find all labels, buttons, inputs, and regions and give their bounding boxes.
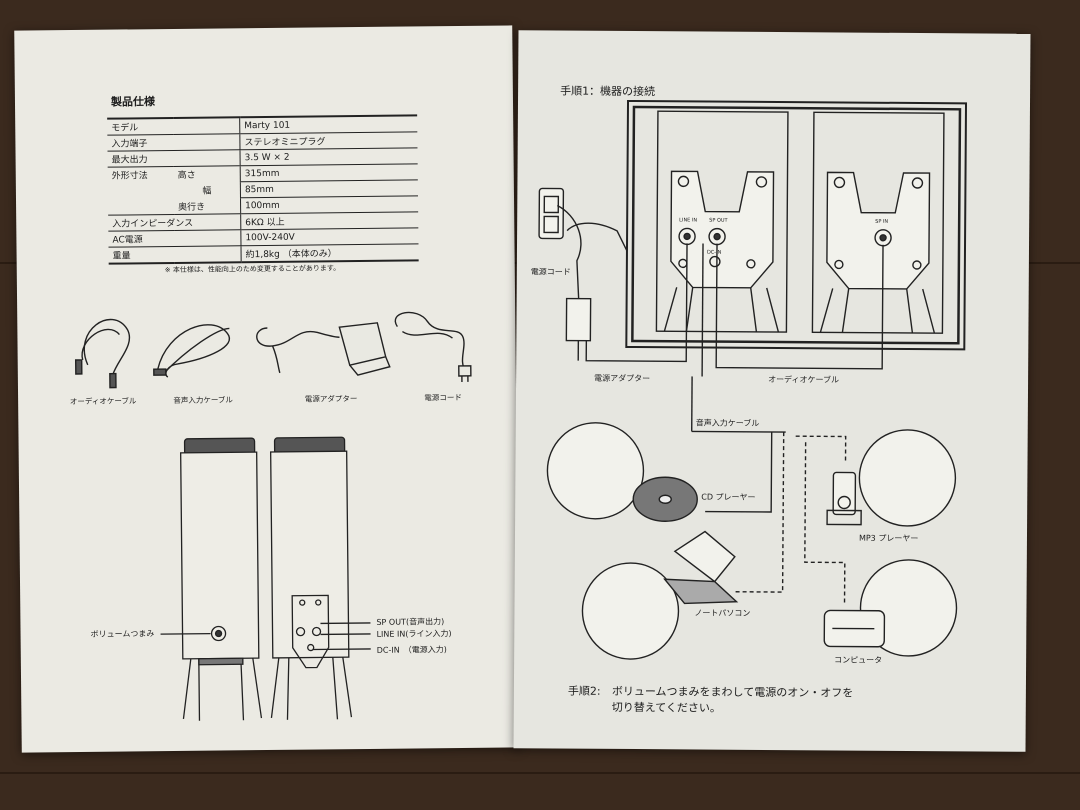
step2-line2: 切り替えてください。 [611,700,721,715]
step2-label: 手順2: [567,684,601,698]
label-audio-input-cable: 音声入力ケーブル [695,418,760,428]
label-mp3-player: MP3 プレーヤー [858,533,919,544]
label-laptop: ノートパソコン [694,608,751,618]
port-label-line-in: LINE IN [679,217,698,224]
label-power-cord: 電源コード [530,267,571,277]
port-label-sp-in: SP IN [875,218,889,225]
label-line-in: LINE IN(ライン入力) [376,629,452,639]
label-audio-cable: オーディオケーブル [768,374,840,385]
wood-seam [0,772,1080,774]
label-volume-knob: ボリュームつまみ [90,629,155,639]
port-label-sp-out: SP OUT [709,217,728,224]
label-dc-in: DC-IN （電源入力) [376,645,447,655]
step2-line1: ボリュームつまみをまわして電源のオン・オフを [611,684,854,700]
speaker-illustration [160,436,371,721]
accessories-illustration [74,311,472,389]
label-sp-out: SP OUT(音声出力) [376,617,445,627]
right-page: 手順1：機器の接続 [513,30,1031,752]
connection-diagram [538,99,968,660]
label-power-adapter: 電源アダプター [594,373,651,384]
label-computer: コンピュータ [834,655,883,665]
label-cd-player: CD プレーヤー [701,492,756,502]
port-label-dc-in: DC-IN [706,249,722,256]
